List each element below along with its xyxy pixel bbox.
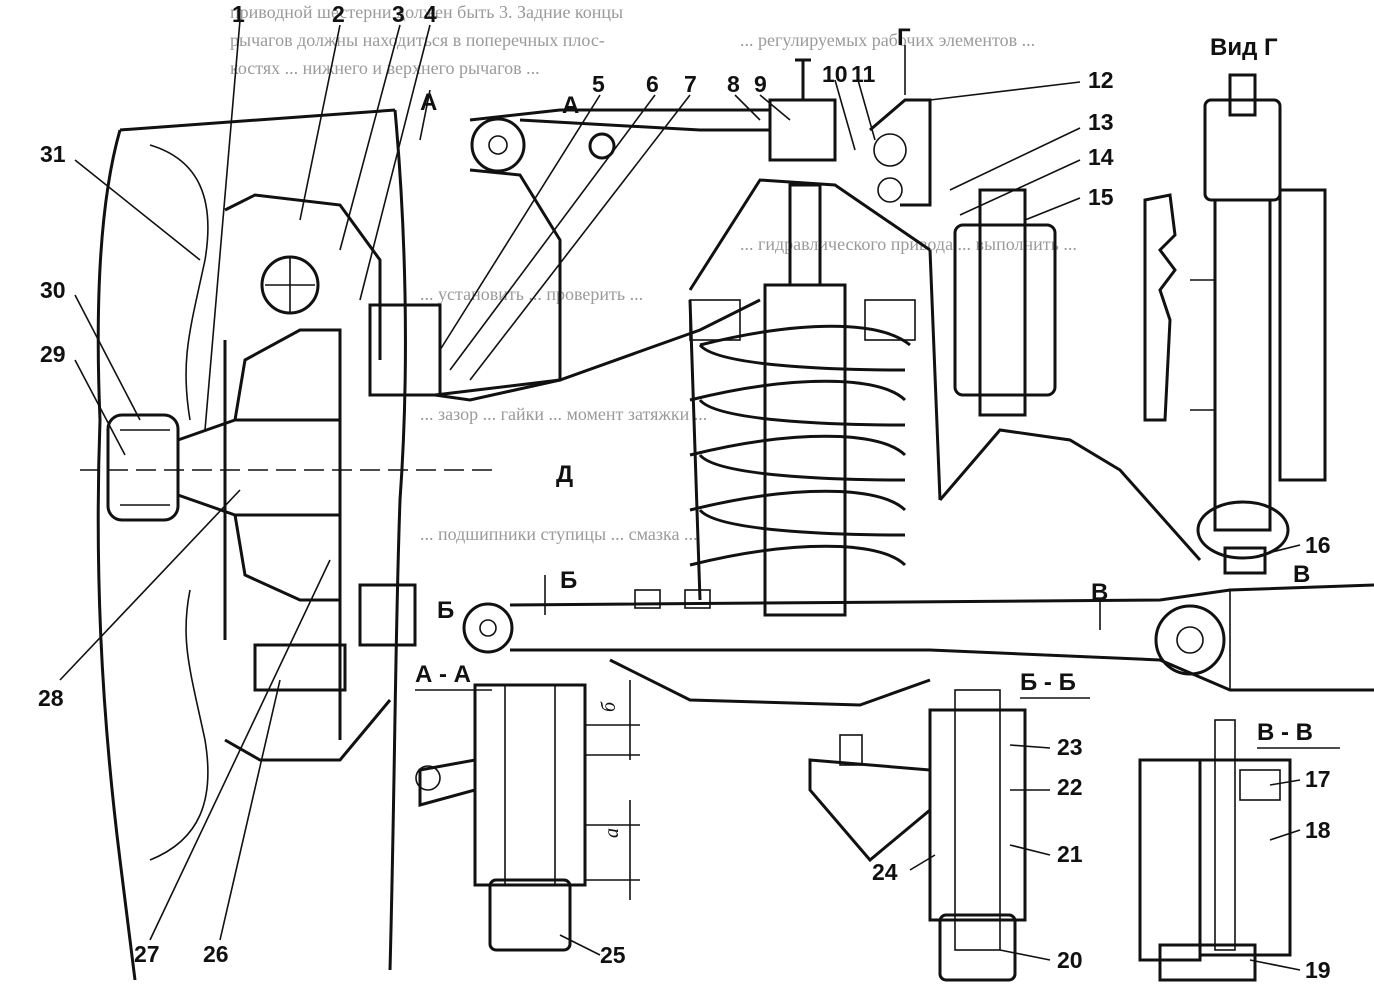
callout-labels: 1 2 3 4 5 6 7 8 9 10 11 12 13 14 15 16 1… [38, 1, 1331, 983]
section-mark-d: Д [556, 461, 573, 488]
section-mark-g-arrow: Г [897, 24, 911, 51]
callout-15: 15 [1088, 184, 1114, 210]
callout-24: 24 [872, 859, 898, 885]
shock-absorber-and-spring [688, 58, 942, 617]
callout-31: 31 [40, 141, 66, 167]
callout-3: 3 [392, 1, 405, 27]
background-text-line: ... гидравлического привода ... выполнит… [740, 234, 1077, 254]
callout-9: 9 [754, 71, 767, 97]
section-titles: Вид Г А - А Б - Б В - В [415, 34, 1340, 749]
bracket-and-rubber-stop [869, 98, 1202, 561]
callout-12: 12 [1088, 67, 1114, 93]
callout-25: 25 [600, 942, 626, 968]
callout-11: 11 [851, 61, 876, 87]
section-aa-detail [415, 680, 640, 952]
background-text-line: ... установить ... проверить ... [420, 284, 643, 304]
callout-30: 30 [40, 277, 66, 303]
section-aa-title: А - А [415, 661, 471, 688]
callout-16: 16 [1305, 532, 1331, 558]
background-text-line: ... регулируемых рабочих элементов ... [740, 30, 1035, 50]
section-mark-a-near: А [562, 92, 579, 119]
lower-control-arm [462, 583, 1374, 707]
callout-13: 13 [1088, 109, 1114, 135]
background-text-line: рычагов должны находиться в поперечных п… [230, 30, 605, 50]
ball-joint-upper-circle [260, 255, 320, 315]
callout-28: 28 [38, 685, 64, 711]
callout-2: 2 [332, 1, 345, 27]
callout-6: 6 [646, 71, 659, 97]
callout-21: 21 [1057, 841, 1083, 867]
callout-17: 17 [1305, 766, 1331, 792]
callout-1: 1 [232, 1, 245, 27]
section-mark-b: Б [560, 567, 577, 594]
upper-control-arm [434, 108, 770, 402]
view-g-detail [1143, 73, 1327, 575]
section-mark-v-arrow: В [1091, 579, 1108, 606]
section-vv-detail [1138, 719, 1292, 982]
callout-4: 4 [424, 1, 437, 27]
background-text: приводной шестерни должен быть 3. Задние… [230, 2, 1077, 544]
callout-22: 22 [1057, 774, 1083, 800]
section-marks: А А Г Д Б Б В В [420, 24, 1310, 624]
callout-5: 5 [592, 71, 605, 97]
dimension-a: а [601, 828, 623, 838]
background-text-line: костях ... нижнего и верхнего рычагов ..… [230, 58, 540, 78]
leader-lines [59, 19, 1301, 971]
section-mark-a-top: А [420, 89, 437, 116]
dimension-b: б [598, 701, 620, 712]
section-mark-v-right: В [1293, 561, 1310, 588]
background-text-line: приводной шестерни должен быть 3. Задние… [230, 2, 623, 22]
callout-27: 27 [134, 941, 160, 967]
wheel-tire [80, 108, 500, 981]
section-bb-detail [808, 689, 1027, 982]
section-vv-title: В - В [1257, 719, 1313, 746]
callout-18: 18 [1305, 817, 1331, 843]
view-g-title: Вид Г [1210, 34, 1278, 61]
callout-20: 20 [1057, 947, 1083, 973]
background-text-line: ... зазор ... гайки ... момент затяжки .… [420, 404, 707, 424]
callout-10: 10 [822, 61, 848, 87]
callout-8: 8 [727, 71, 740, 97]
background-text-line: ... подшипники ступицы ... смазка ... [420, 524, 697, 544]
callout-23: 23 [1057, 734, 1083, 760]
section-mark-b-arrow: Б [437, 597, 454, 624]
callout-14: 14 [1088, 144, 1114, 170]
callout-19: 19 [1305, 957, 1331, 983]
callout-26: 26 [203, 941, 229, 967]
dimension-marks: б а [598, 701, 623, 838]
callout-29: 29 [40, 341, 66, 367]
callout-7: 7 [684, 71, 697, 97]
hub-assembly [106, 193, 442, 762]
section-bb-title: Б - Б [1020, 669, 1076, 696]
